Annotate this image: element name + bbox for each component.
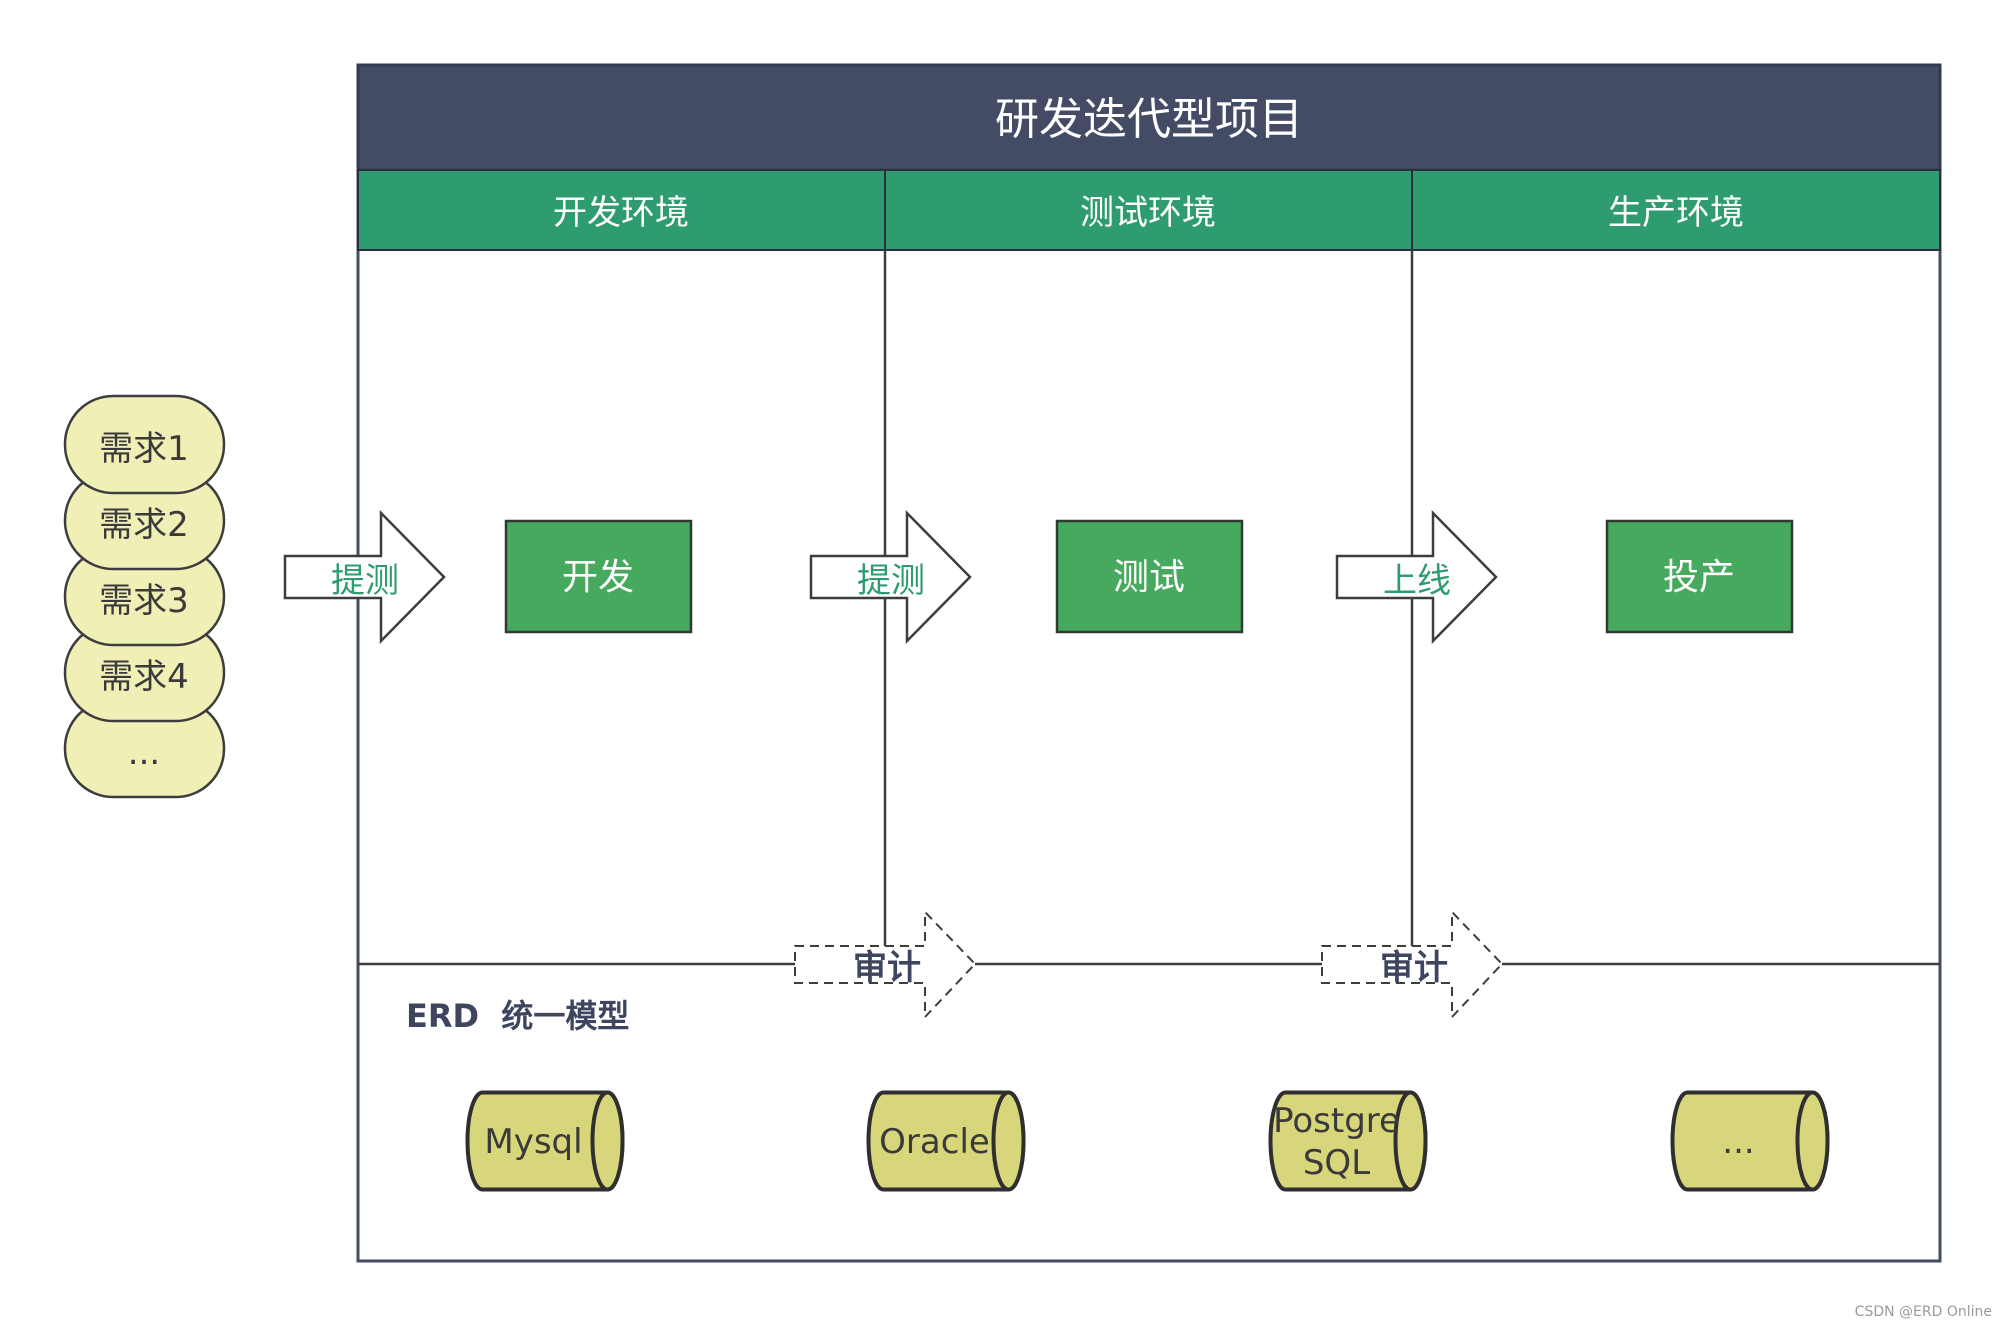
database-cylinders: Mysql Oracle PostgreSQL... — [465, 1090, 1830, 1192]
requirement-label-5: ... — [128, 733, 160, 773]
page-title: 研发迭代型项目 — [995, 94, 1303, 145]
requirement-label-2: 需求2 — [99, 505, 189, 545]
column-header-prod — [1411, 169, 1941, 251]
audit-arrow-label-2: 审计 — [1380, 948, 1448, 988]
flow-arrow-label-1: 提测 — [331, 561, 399, 601]
database-cylinder-cap-3 — [1393, 1090, 1428, 1192]
database-cylinder-cap-2 — [991, 1090, 1026, 1192]
column-title-test: 测试环境 — [1080, 193, 1216, 233]
stage-label-prod: 投产 — [1663, 557, 1735, 598]
footer-credit: CSDN @ERD Online — [1855, 1304, 1992, 1320]
flow-arrow-label-3: 上线 — [1383, 561, 1451, 601]
stage-box-prod — [1605, 519, 1794, 634]
database-label-2: Oracle — [879, 1122, 990, 1162]
audit-arrow-1 — [794, 909, 977, 1020]
column-header-test — [884, 169, 1413, 251]
stage-boxes: 开发 测试 投产 — [504, 519, 1794, 634]
requirement-label-3: 需求3 — [99, 581, 189, 621]
flow-arrows — [283, 509, 1498, 645]
database-cylinder-cap-1 — [590, 1090, 625, 1192]
flow-arrow-submit-test-1 — [283, 509, 446, 645]
audit-arrows — [794, 909, 1504, 1020]
stage-box-test — [1055, 519, 1244, 634]
column-header-dev — [357, 169, 886, 251]
database-cylinder-cap-4 — [1795, 1090, 1830, 1192]
title-header — [356, 63, 1942, 172]
database-label-4: ... — [1722, 1122, 1754, 1162]
database-label-3-line-2: SQL — [1303, 1143, 1370, 1183]
requirement-pill-1 — [63, 394, 226, 495]
erd-section-label: ERD 统一模型 — [406, 997, 629, 1035]
flow-arrow-go-live — [1335, 509, 1498, 645]
requirement-label-4: 需求4 — [99, 657, 189, 697]
audit-arrow-2 — [1321, 909, 1504, 1020]
requirement-stack: 需求1 需求2 需求3 需求4 ... — [63, 394, 226, 799]
audit-arrow-label-1: 审计 — [853, 948, 921, 988]
column-title-dev: 开发环境 — [553, 193, 689, 233]
stage-label-dev: 开发 — [562, 557, 634, 598]
stage-box-dev — [504, 519, 693, 634]
database-label-3-line-1: Postgre — [1273, 1101, 1400, 1141]
flow-arrow-label-2: 提测 — [857, 561, 925, 601]
flow-arrow-submit-test-2 — [809, 509, 972, 645]
column-title-prod: 生产环境 — [1608, 193, 1744, 233]
stage-label-test: 测试 — [1113, 557, 1185, 598]
database-label-1: Mysql — [484, 1122, 582, 1162]
column-headers: 开发环境 测试环境 生产环境 — [357, 169, 1941, 251]
project-frame — [356, 63, 1942, 1263]
requirement-label-1: 需求1 — [99, 429, 189, 469]
